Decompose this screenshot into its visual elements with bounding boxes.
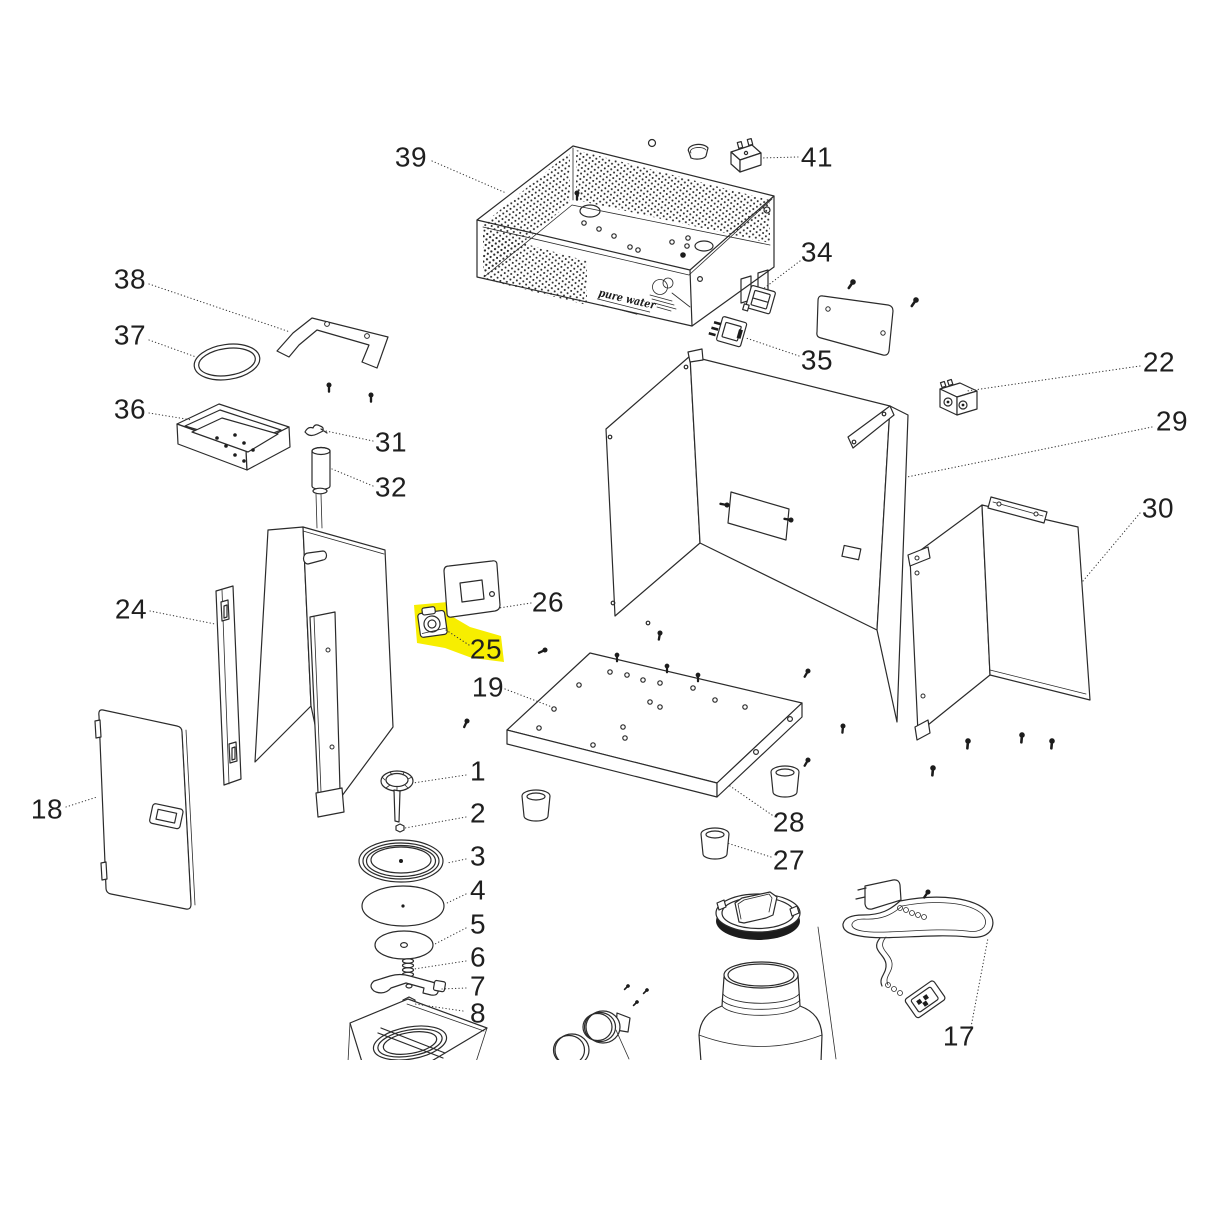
leader-line-5 (434, 927, 467, 945)
part-label-35: 35 (801, 345, 833, 376)
part-7-bracket (370, 973, 447, 996)
part-small-cap (687, 143, 709, 160)
sight-glass-lenses (552, 983, 650, 1060)
leader-line-31 (325, 430, 374, 442)
part-26-plate (443, 560, 501, 618)
boiling-tank (347, 998, 488, 1060)
part-label-2: 2 (470, 798, 486, 829)
part-label-32: 32 (375, 472, 407, 503)
part-35-switch (708, 316, 748, 348)
part-29-cabinet-shell (605, 348, 909, 723)
iec-plug (904, 980, 946, 1019)
part-label-39: 39 (395, 142, 427, 173)
part-24-mounting-strip (215, 585, 242, 786)
part-31-clip (304, 424, 328, 437)
part-label-26: 26 (532, 587, 564, 618)
part-5-disc (374, 930, 434, 960)
part-19-base-plate (506, 652, 803, 798)
part-label-28: 28 (773, 807, 805, 838)
jug-cap (715, 891, 801, 940)
part-label-6: 6 (470, 942, 486, 973)
part-label-25: 25 (470, 634, 502, 665)
leader-line-7 (441, 987, 467, 990)
leader-line-8 (414, 1003, 464, 1012)
cover-plate (816, 295, 894, 356)
part-label-30: 30 (1142, 493, 1174, 524)
part-label-5: 5 (470, 909, 486, 940)
part-label-8: 8 (470, 998, 486, 1029)
part-17-power-cord (842, 879, 994, 1019)
part-label-1: 1 (470, 756, 486, 787)
part-label-38: 38 (114, 264, 146, 295)
part-38-bracket (276, 317, 389, 369)
part-41-connector (730, 137, 762, 173)
leader-line-22 (966, 365, 1141, 392)
logo-cloud-icon (649, 277, 691, 312)
part-label-37: 37 (114, 320, 146, 351)
leader-line-39 (431, 160, 507, 194)
leader-line-6 (413, 960, 467, 970)
part-label-7: 7 (470, 971, 486, 1002)
part-3-lid (358, 839, 444, 883)
leader-line-18 (65, 796, 98, 808)
leader-line-30 (1082, 512, 1141, 582)
part-label-3: 3 (470, 841, 486, 872)
leader-line-25 (445, 629, 470, 646)
part-label-29: 29 (1156, 406, 1188, 437)
leader-line-37 (148, 339, 197, 358)
leader-line-4 (444, 893, 467, 905)
leader-line-2 (404, 816, 467, 829)
part-37-gasket-ring (193, 343, 261, 381)
leader-line-3 (446, 858, 467, 864)
part-label-4: 4 (470, 875, 486, 906)
leader-line-41 (760, 156, 799, 159)
part-label-31: 31 (375, 427, 407, 458)
part-label-22: 22 (1143, 347, 1175, 378)
part-label-27: 27 (773, 845, 805, 876)
leader-line-26 (498, 602, 532, 609)
part-36-tray (176, 403, 291, 471)
leader-line-24 (149, 610, 216, 625)
part-25-connector (417, 606, 448, 638)
part-label-19: 19 (472, 672, 504, 703)
part-small-ring (647, 138, 657, 148)
part-label-18: 18 (31, 794, 63, 825)
part-label-41: 41 (801, 142, 833, 173)
part-label-24: 24 (115, 594, 147, 625)
part-22-power-inlet (939, 378, 978, 416)
leader-line-35 (745, 337, 800, 357)
leader-line-38 (148, 283, 291, 333)
part-1-knob (380, 770, 414, 823)
part-4-disc (361, 885, 445, 927)
part-34-rocker-switch (742, 285, 776, 315)
part-label-36: 36 (114, 394, 146, 425)
leader-line-17 (970, 937, 989, 1028)
part-label-17: 17 (943, 1021, 975, 1052)
leader-line-32 (331, 468, 374, 487)
part-30-side-panel (907, 496, 1091, 741)
part-label-34: 34 (801, 237, 833, 268)
part-18-door (94, 709, 196, 910)
part-32-tube (311, 446, 331, 529)
leader-line-1 (412, 774, 467, 784)
door-handle (149, 803, 184, 830)
leader-line-36 (148, 412, 193, 421)
storage-jug (698, 926, 837, 1060)
part-2-nut (395, 823, 405, 833)
part-39-top-enclosure: pure water (476, 145, 775, 327)
part-24-condenser-assembly (215, 526, 394, 818)
